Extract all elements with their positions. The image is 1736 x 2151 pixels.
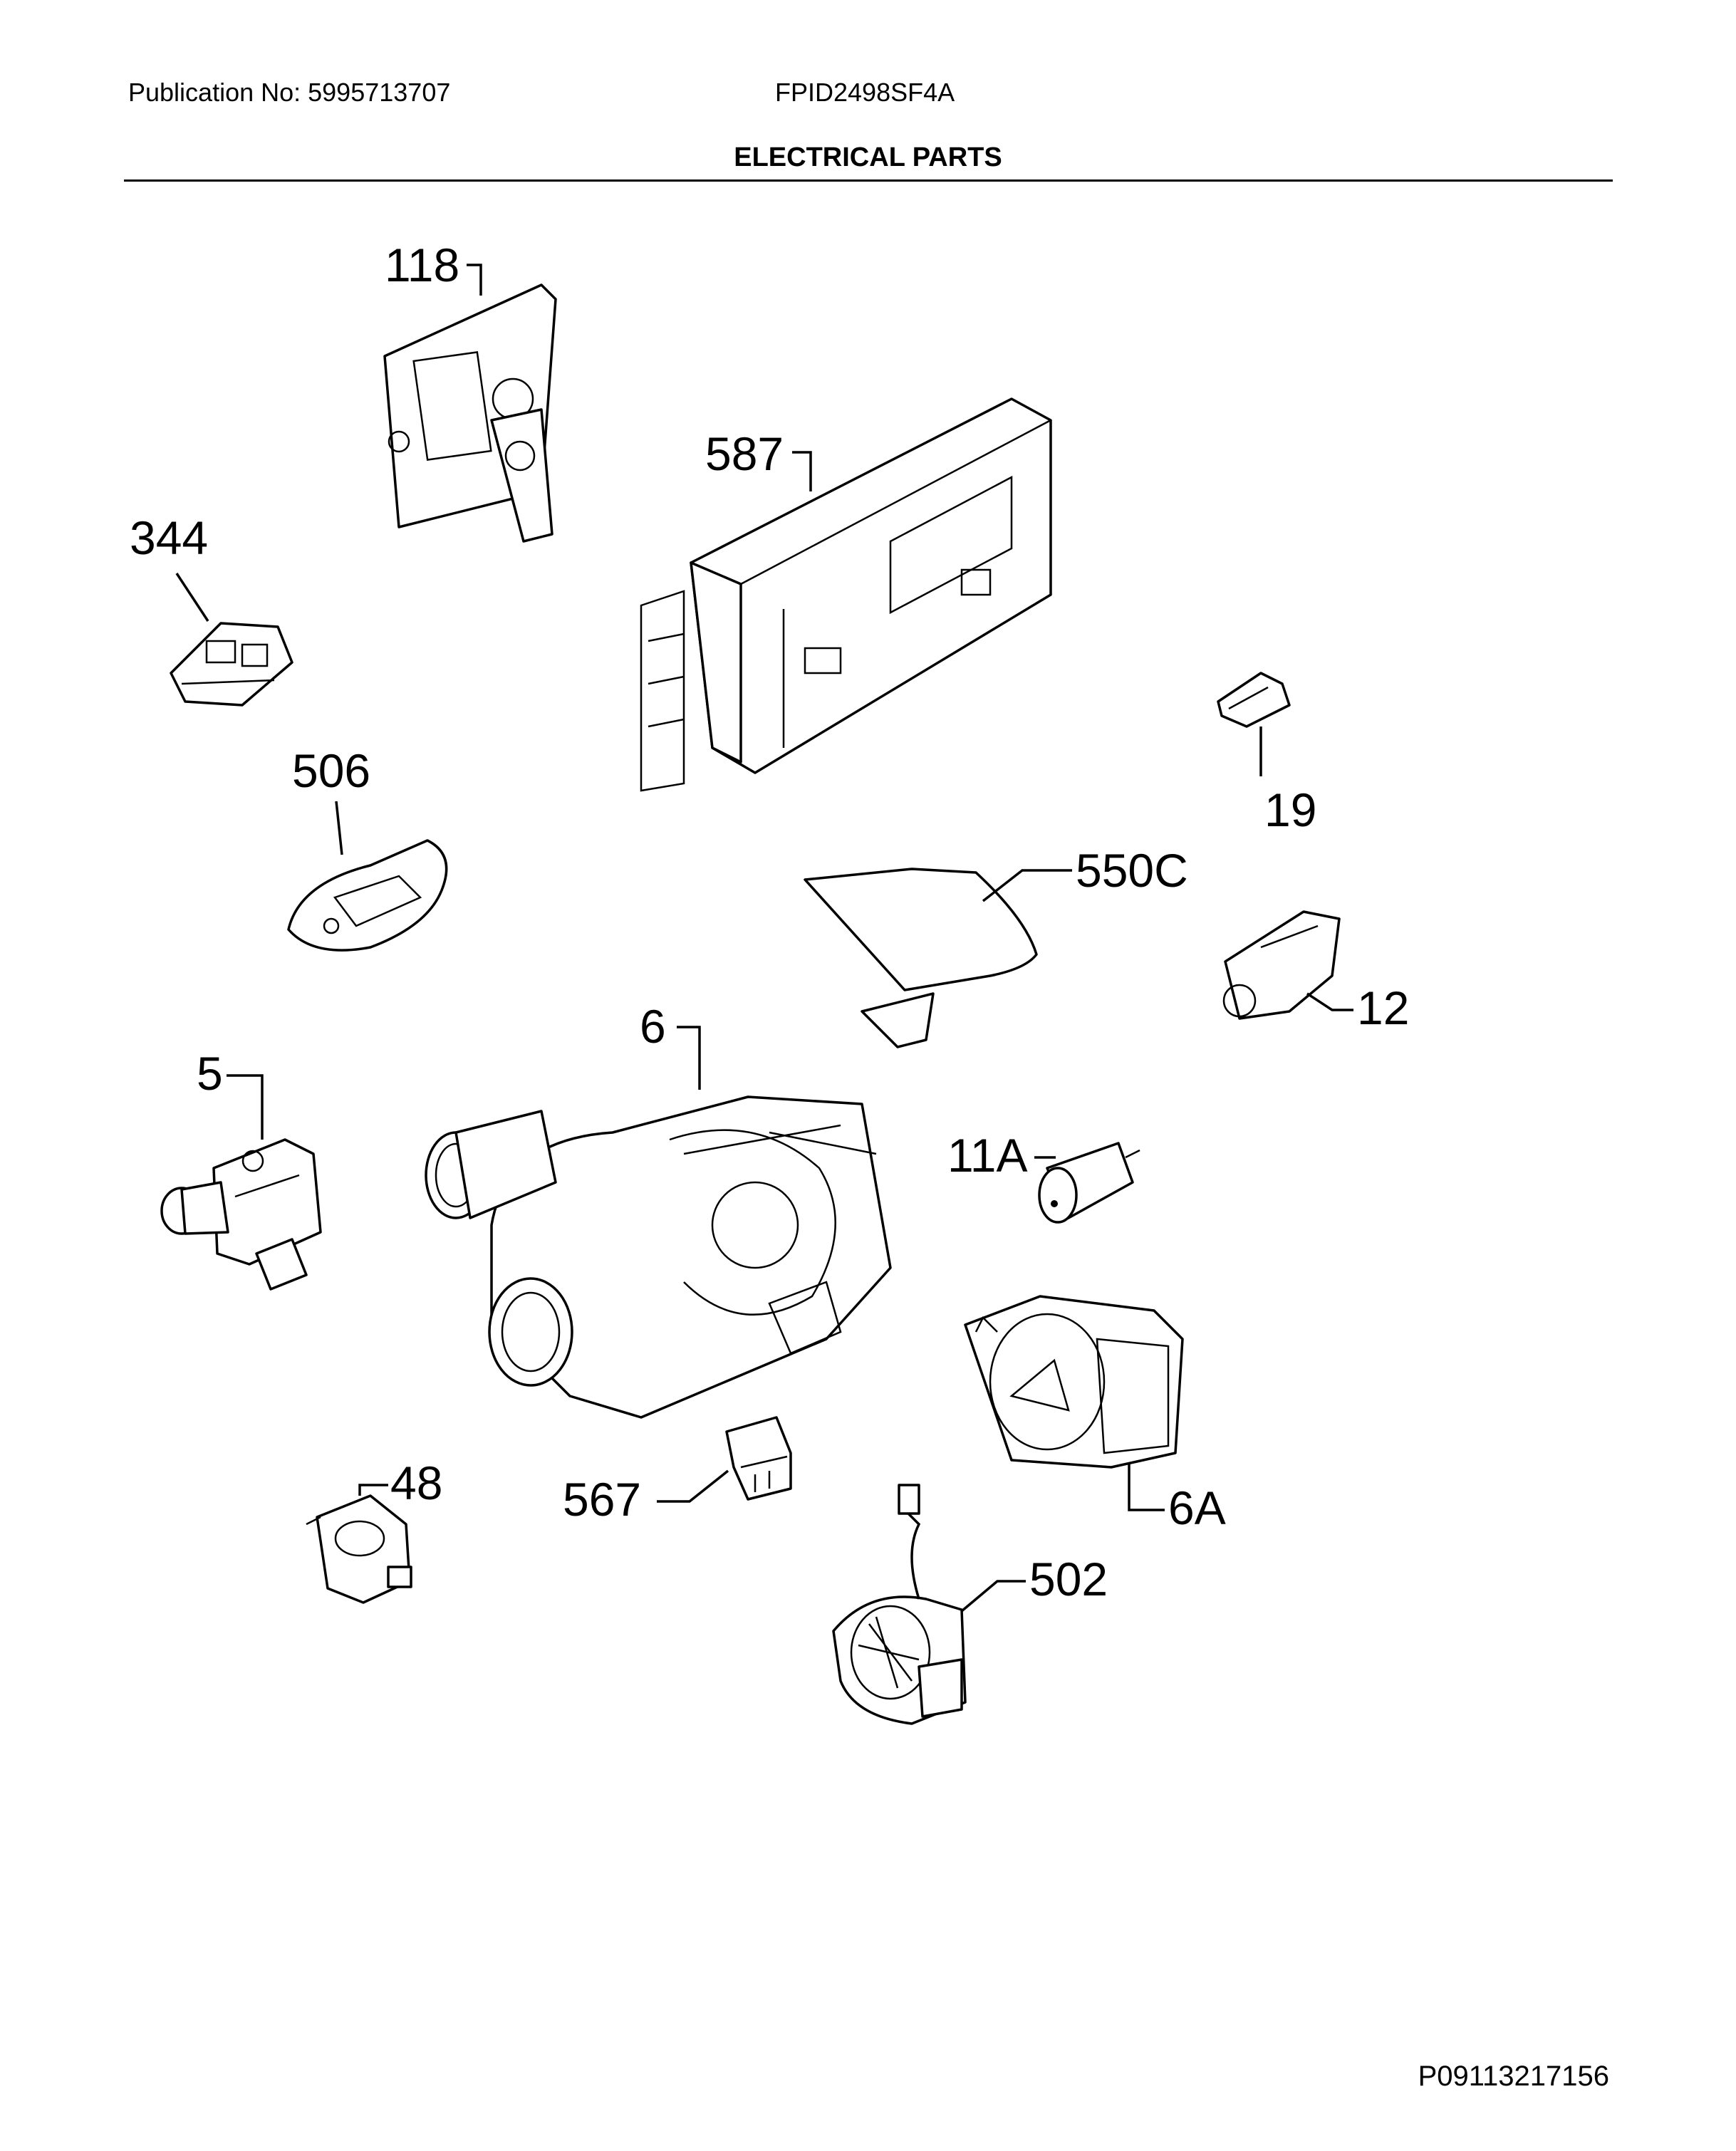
label-6A: 6A	[1168, 1481, 1226, 1534]
label-12: 12	[1357, 981, 1409, 1034]
part-12-sensor[interactable]	[1222, 910, 1341, 1020]
label-19: 19	[1264, 783, 1316, 836]
part-11A-capacitor[interactable]	[1038, 1142, 1140, 1224]
part-567-connector-block[interactable]	[725, 1416, 792, 1501]
leader-6	[677, 1026, 701, 1090]
part-502-blower-fan[interactable]	[832, 1484, 967, 1725]
label-506: 506	[292, 744, 370, 797]
label-567: 567	[563, 1473, 641, 1526]
label-550C: 550C	[1076, 844, 1188, 897]
label-344: 344	[130, 511, 208, 564]
leader-344	[175, 573, 209, 622]
leader-118	[467, 264, 482, 296]
part-506-dispenser-actuator[interactable]	[287, 839, 448, 952]
publication-number: Publication No: 5995713707	[128, 78, 451, 107]
part-344-door-switch[interactable]	[170, 622, 293, 707]
part-587-electronic-control-board[interactable]	[640, 397, 1052, 792]
part-6-circulation-pump[interactable]	[425, 1095, 892, 1419]
part-48-pressure-sensor[interactable]	[306, 1494, 412, 1604]
leader-506	[335, 801, 343, 855]
label-5: 5	[197, 1047, 223, 1100]
model-number: FPID2498SF4A	[775, 78, 955, 107]
label-48: 48	[390, 1457, 442, 1509]
label-118: 118	[385, 239, 459, 291]
part-5-inlet-valve[interactable]	[160, 1138, 322, 1291]
leader-6A	[1128, 1464, 1165, 1511]
header-divider	[124, 179, 1613, 182]
leader-587	[792, 451, 812, 491]
part-6A-drain-pump[interactable]	[964, 1295, 1184, 1469]
page-title: ELECTRICAL PARTS	[734, 142, 1002, 172]
leader-550C	[982, 869, 1072, 902]
label-6: 6	[640, 1000, 666, 1053]
diagram-code: P09113217156	[1418, 2061, 1609, 2092]
leader-567	[657, 1469, 729, 1503]
leader-502	[960, 1580, 1026, 1613]
part-118-control-panel[interactable]	[383, 283, 557, 543]
label-11A: 11A	[947, 1129, 1028, 1182]
leader-48	[358, 1484, 388, 1496]
part-550C-cover[interactable]	[804, 868, 1038, 1048]
part-19-connector[interactable]	[1217, 672, 1291, 728]
leader-12	[1306, 992, 1353, 1011]
label-587: 587	[705, 427, 784, 480]
leader-5	[227, 1074, 264, 1140]
label-502: 502	[1029, 1553, 1108, 1605]
